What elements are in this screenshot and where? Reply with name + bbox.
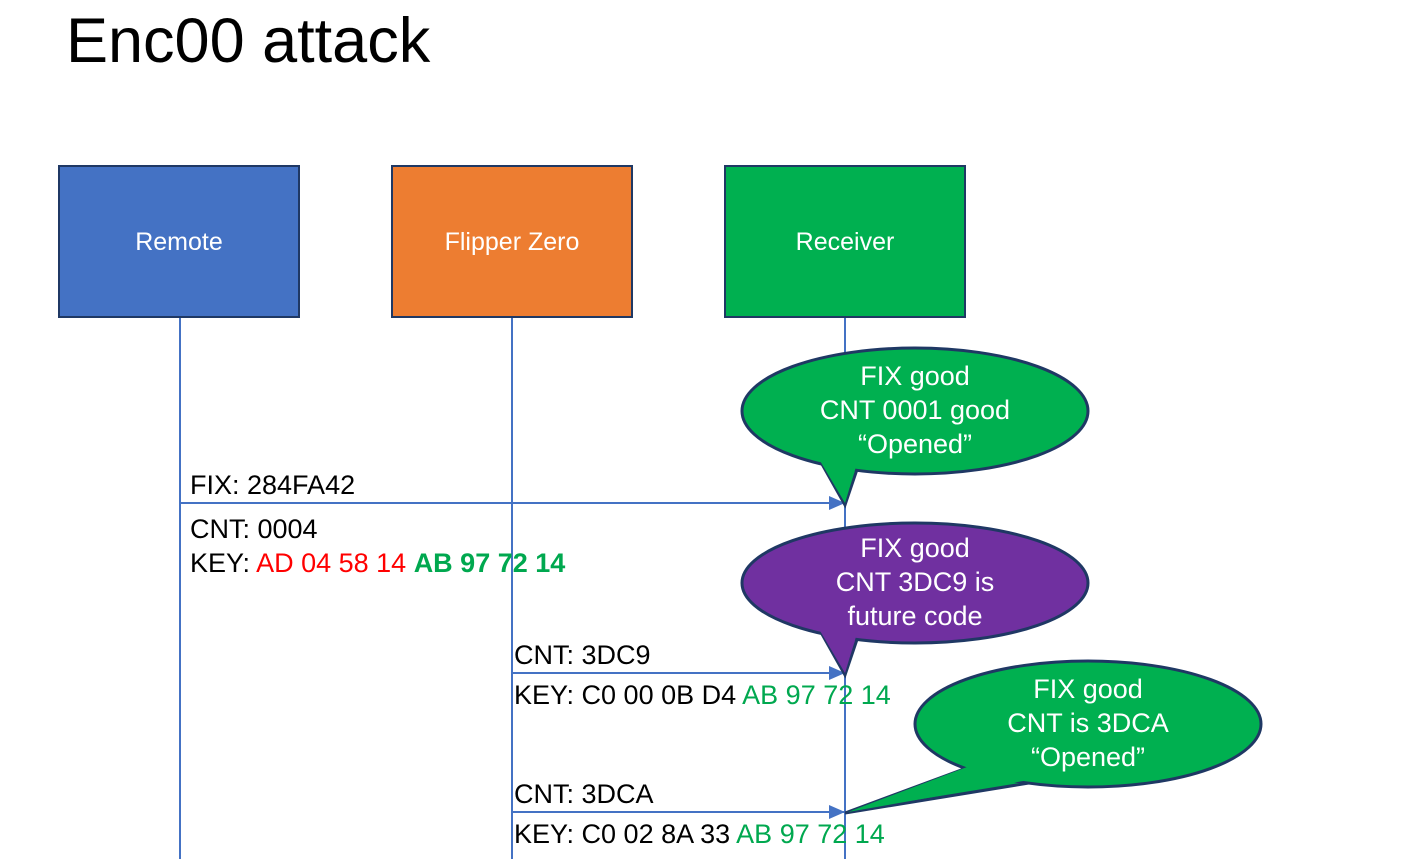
message-label-key-3: KEY: C0 02 8A 33 AB 97 72 14 — [514, 817, 885, 851]
bubble-3-line-3: “Opened” — [1030, 742, 1146, 772]
message-label-key-2: KEY: C0 00 0B D4 AB 97 72 14 — [514, 678, 891, 712]
message-label-cnt-3dc9: CNT: 3DC9 — [514, 640, 651, 670]
key-prefix-1: KEY: — [190, 548, 257, 578]
actor-label-receiver: Receiver — [795, 227, 895, 256]
arrow-head-1 — [829, 496, 845, 510]
key-prefix-3: KEY: C0 02 8A 33 — [514, 819, 737, 849]
bubble-1-line-3: “Opened” — [857, 429, 973, 459]
actor-label-flipper: Flipper Zero — [444, 227, 580, 256]
bubble-3-line-2: CNT is 3DCA — [1007, 708, 1169, 738]
bubble-1-line-1: FIX good — [860, 361, 970, 391]
key-green-part-3: AB 97 72 14 — [736, 819, 885, 849]
bubble-3-text: FIX good CNT is 3DCA “Opened” — [915, 672, 1261, 774]
bubble-2-line-2: CNT 3DC9 is — [835, 567, 995, 597]
key-space-1 — [406, 548, 414, 578]
actor-box-flipper[interactable]: Flipper Zero — [391, 165, 633, 318]
bubble-1-shape — [740, 346, 1090, 509]
bubble-2-line-3: future code — [847, 601, 983, 631]
bubble-3-line-1: FIX good — [1033, 674, 1143, 704]
page-title: Enc00 attack — [66, 6, 431, 76]
message-label-key-1: KEY: AD 04 58 14 AB 97 72 14 — [190, 546, 565, 580]
key-green-part-1: AB 97 72 14 — [413, 548, 566, 578]
message-label-fix: FIX: 284FA42 — [190, 470, 356, 500]
message-label-cnt-3dca: CNT: 3DCA — [514, 779, 654, 809]
bubble-2-line-1: FIX good — [860, 533, 970, 563]
key-red-part-1: AD 04 58 14 — [256, 548, 407, 578]
actor-box-remote[interactable]: Remote — [58, 165, 300, 318]
bubble-1-text: FIX good CNT 0001 good “Opened” — [742, 359, 1088, 461]
key-green-part-2: AB 97 72 14 — [742, 680, 891, 710]
bubble-3-shape — [844, 659, 1263, 815]
bubble-2-shape — [740, 521, 1090, 679]
actor-label-remote: Remote — [135, 227, 223, 256]
actor-box-receiver[interactable]: Receiver — [724, 165, 966, 318]
message-label-cnt-0004: CNT: 0004 — [190, 514, 318, 544]
bubble-2-text: FIX good CNT 3DC9 is future code — [742, 531, 1088, 633]
key-prefix-2: KEY: C0 00 0B D4 — [514, 680, 743, 710]
bubble-1-line-2: CNT 0001 good — [819, 395, 1011, 425]
